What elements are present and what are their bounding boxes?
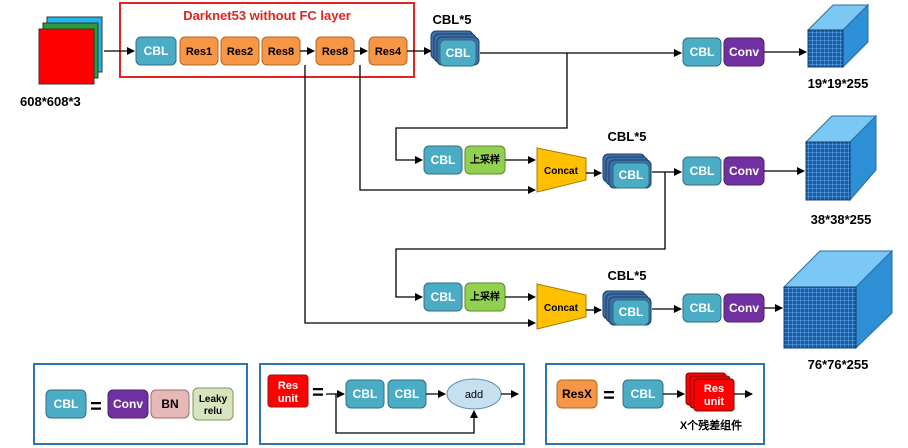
backbone-res8-b[interactable]: Res8 <box>315 36 355 66</box>
svg-text:Concat: Concat <box>544 303 579 314</box>
backbone-title: Darknet53 without FC layer <box>183 8 351 23</box>
legend-cbl-equals: = <box>90 396 102 418</box>
legend-cbl-box: CBL <box>45 389 87 419</box>
row1-head-conv[interactable]: Conv <box>723 37 765 67</box>
output-label-76: 76*76*255 <box>808 357 869 372</box>
row3-head-cbl[interactable]: CBL <box>682 293 722 323</box>
legend-bn-box: BN <box>150 389 190 419</box>
legend-conv-box: Conv <box>107 389 149 419</box>
svg-text:Res8: Res8 <box>268 46 294 58</box>
svg-text:relu: relu <box>204 406 222 417</box>
backbone-res1[interactable]: Res1 <box>179 36 219 66</box>
row3-cbl5-label: CBL*5 <box>607 268 646 283</box>
legend-resx-cbl: CBL <box>622 379 664 409</box>
connector-lines <box>304 48 807 327</box>
legend-resx-res-unit-stack: Res unit <box>685 372 735 412</box>
svg-text:CBL: CBL <box>144 44 169 58</box>
row3-concat[interactable]: Concat <box>536 283 587 330</box>
legend-add-node: add <box>446 378 502 410</box>
svg-text:unit: unit <box>704 396 724 408</box>
row3-upsample[interactable]: 上采样 <box>464 282 506 312</box>
legend-leaky-relu-box: Leaky relu <box>192 387 234 421</box>
svg-text:Conv: Conv <box>729 301 759 315</box>
row1-head-cbl[interactable]: CBL <box>682 37 722 67</box>
backbone-cbl[interactable]: CBL <box>135 36 177 66</box>
legend-res-unit-frame <box>259 363 525 445</box>
output-cube-76 <box>782 249 894 350</box>
legend-cbl-frame <box>33 363 248 445</box>
backbone-frame <box>119 2 415 78</box>
svg-text:unit: unit <box>278 393 298 405</box>
row2-head-cbl[interactable]: CBL <box>682 156 722 186</box>
svg-text:add: add <box>465 389 483 401</box>
row2-cbl5-stack[interactable]: CBL <box>602 153 652 189</box>
legend-resx-frame <box>545 363 765 445</box>
legend-resx-box: ResX <box>556 379 598 409</box>
svg-text:Res: Res <box>704 383 724 395</box>
row2-concat[interactable]: Concat <box>536 147 587 193</box>
svg-text:CBL: CBL <box>690 301 715 315</box>
svg-text:CBL: CBL <box>690 164 715 178</box>
backbone-res4[interactable]: Res4 <box>368 36 408 66</box>
svg-text:CBL: CBL <box>631 387 656 401</box>
row1-cbl5-label: CBL*5 <box>432 12 471 27</box>
svg-text:Res8: Res8 <box>322 46 348 58</box>
svg-text:CBL: CBL <box>446 46 471 60</box>
row2-upsample[interactable]: 上采样 <box>464 145 506 175</box>
svg-text:Leaky: Leaky <box>199 394 228 405</box>
svg-text:上采样: 上采样 <box>470 290 500 303</box>
row2-head-conv[interactable]: Conv <box>723 156 765 186</box>
output-cube-38 <box>804 114 878 202</box>
svg-text:Res4: Res4 <box>375 46 402 58</box>
svg-text:CBL: CBL <box>54 397 79 411</box>
input-image-stack <box>38 16 103 85</box>
svg-text:CBL: CBL <box>353 387 378 401</box>
svg-text:ResX: ResX <box>562 387 592 401</box>
row3-head-conv[interactable]: Conv <box>723 293 765 323</box>
legend-res-unit-cbl-a: CBL <box>345 379 385 409</box>
legend-res-unit-cbl-b: CBL <box>387 379 427 409</box>
svg-text:Conv: Conv <box>113 397 143 411</box>
legend-res-unit-arrows <box>326 390 519 434</box>
svg-text:CBL: CBL <box>431 153 456 167</box>
svg-text:CBL: CBL <box>690 45 715 59</box>
legend-res-unit-box: Res unit <box>267 374 309 408</box>
row2-cbl5-label: CBL*5 <box>607 129 646 144</box>
svg-text:CBL: CBL <box>395 387 420 401</box>
svg-text:Res: Res <box>278 380 298 392</box>
svg-text:Res1: Res1 <box>186 46 212 58</box>
row2-cbl[interactable]: CBL <box>423 145 463 175</box>
legend-res-unit-equals: = <box>312 382 324 404</box>
svg-text:上采样: 上采样 <box>470 153 500 166</box>
output-label-38: 38*38*255 <box>811 212 872 227</box>
svg-text:Concat: Concat <box>544 166 579 177</box>
output-label-19: 19*19*255 <box>808 76 869 91</box>
svg-text:CBL: CBL <box>619 305 644 319</box>
output-cube-19 <box>806 3 870 69</box>
svg-text:CBL: CBL <box>619 168 644 182</box>
svg-text:BN: BN <box>161 397 178 411</box>
row1-cbl5-stack[interactable]: CBL <box>430 30 480 67</box>
backbone-res2[interactable]: Res2 <box>220 36 260 66</box>
legend-resx-caption: X个残差组件 <box>680 418 742 432</box>
legend-resx-equals: = <box>603 385 615 407</box>
row3-cbl[interactable]: CBL <box>423 282 463 312</box>
row3-cbl5-stack[interactable]: CBL <box>602 290 652 326</box>
backbone-res8-a[interactable]: Res8 <box>261 36 301 66</box>
input-channel-red <box>38 28 95 85</box>
svg-text:Conv: Conv <box>729 164 759 178</box>
svg-text:Conv: Conv <box>729 45 759 59</box>
svg-text:CBL: CBL <box>431 290 456 304</box>
input-size-label: 608*608*3 <box>20 94 81 109</box>
svg-text:Res2: Res2 <box>227 46 253 58</box>
